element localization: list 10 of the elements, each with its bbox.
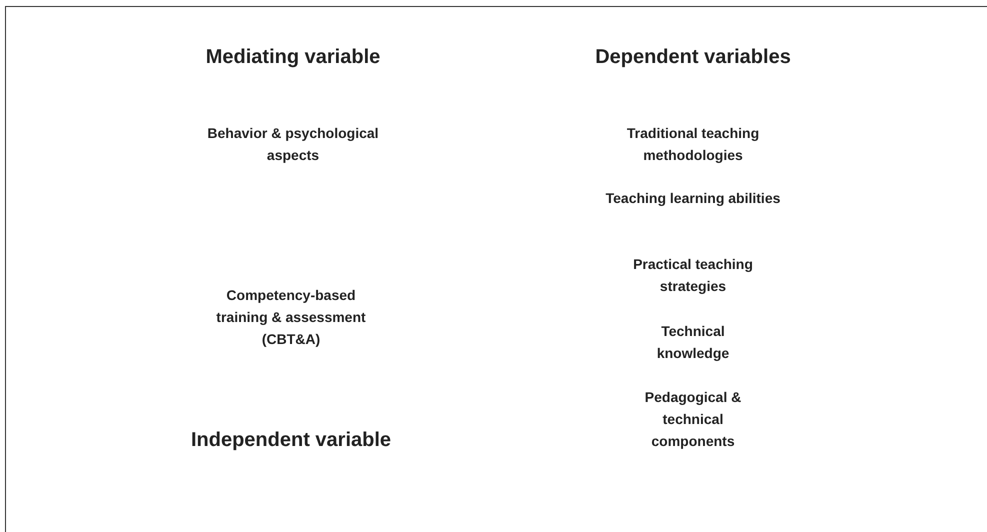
variable-label: Behavior & psychological aspects: [206, 124, 380, 165]
variable-heading: Dependent variables: [594, 45, 792, 70]
variable-label: Practical teaching strategies: [632, 255, 754, 296]
variable-heading: Independent variable: [190, 428, 392, 453]
variable-heading: Mediating variable: [204, 45, 382, 70]
variable-label: Competency-based training & assessment (CBT&A): [216, 286, 366, 349]
variable-label: Pedagogical & technical components: [644, 388, 742, 451]
variable-label: Technical knowledge: [656, 322, 730, 363]
variable-label: Traditional teaching methodologies: [626, 124, 760, 165]
variable-label: Teaching learning abilities: [604, 189, 782, 208]
